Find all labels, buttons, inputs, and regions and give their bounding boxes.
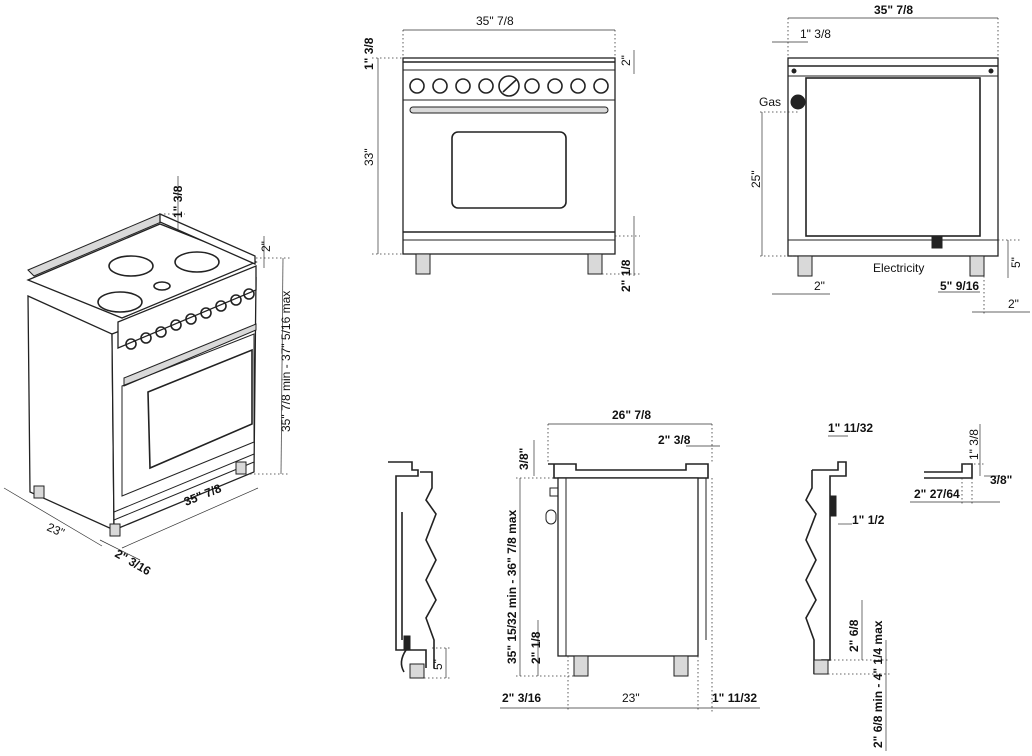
side-height-dim: 35" 15/32 min - 36" 7/8 max [505, 510, 519, 664]
right-section-view: 1" 11/32 1" 1/2 2" 6/8 2" 6/8 min - 4" 1… [805, 421, 890, 751]
iso-burner-center [153, 281, 171, 291]
rear-gas-offset-dim: 1" 3/8 [800, 27, 831, 41]
rear-elec-height-dim: 5" [1009, 257, 1023, 268]
rear-bottom-right-dim: 2" [1008, 297, 1019, 311]
right-section-top-dim: 1" 11/32 [828, 421, 873, 435]
front-leg-dim: 2" 1/8 [619, 259, 633, 292]
gas-label: Gas [759, 95, 781, 109]
detail-step-dim: 3/8" [990, 473, 1012, 487]
right-section-profile [805, 470, 817, 674]
iso-foot-dim: 2" 3/16 [113, 546, 154, 578]
detail-width-dim: 2" 27/64 [914, 487, 960, 501]
iso-top-step-dim: 2" [259, 241, 273, 252]
front-backguard-dim: 1" 3/8 [362, 37, 376, 70]
front-foot-right [587, 253, 603, 275]
iso-depth-dim: 23" [45, 520, 67, 540]
front-oven-handle [409, 106, 609, 114]
front-knobs [409, 75, 609, 97]
front-top-dim: 2" [619, 55, 633, 66]
iso-cooktop [26, 223, 258, 319]
side-depth-dim: 23" [622, 691, 640, 705]
rear-bottom-left-dim: 2" [814, 279, 825, 293]
side-foot-front [573, 655, 589, 677]
rear-elec-offset-dim: 5" 9/16 [940, 279, 979, 293]
left-section-profile [420, 471, 437, 668]
front-clock-icon [498, 75, 520, 97]
right-section-panel-dim: 1" 1/2 [852, 513, 885, 527]
side-body [557, 477, 699, 657]
iso-control-panel [117, 265, 257, 349]
iso-burner-front-left [97, 291, 143, 313]
iso-oven-window [147, 348, 253, 470]
front-height-dim: 33" [362, 148, 376, 166]
front-foot-left [415, 253, 431, 275]
front-view: 35" 7/8 1" 3/8 33" 2" 2" 1/8 [362, 14, 640, 292]
side-top-offset-dim: 2" 3/8 [658, 433, 691, 447]
right-section-leg-range-dim: 2" 6/8 min - 4" 1/4 max [871, 620, 885, 748]
rear-panel [805, 77, 981, 237]
right-section-foot-dim: 2" 6/8 [847, 619, 861, 652]
iso-foot [33, 485, 45, 499]
side-front-offset-dim: 2" 3/16 [502, 691, 541, 705]
side-top-width-dim: 26" 7/8 [612, 408, 651, 422]
iso-knobs [125, 288, 255, 350]
rear-width-dim: 35" 7/8 [874, 3, 913, 17]
iso-burner-rear-right [174, 251, 220, 273]
left-section-leg-dim: 5" [431, 659, 445, 670]
side-rear-offset-dim: 1" 11/32 [712, 691, 757, 705]
rear-body [787, 57, 999, 257]
rear-foot-right [969, 255, 985, 277]
iso-height-dim: 35" 7/8 min - 37" 5/16 max [279, 291, 293, 432]
side-backguard-dim: 3/8" [517, 448, 531, 470]
isometric-view: 35" 7/8 min - 37" 5/16 max 23" 35" 7/8 2… [3, 176, 293, 578]
side-leg-dim: 2" 1/8 [529, 631, 543, 664]
front-oven-window [451, 131, 567, 209]
detail-profile [924, 463, 973, 479]
rear-foot-left [797, 255, 813, 277]
detail-view: 1" 3/8 3/8" 2" 27/64 [910, 424, 1012, 506]
front-body [402, 57, 616, 255]
iso-backguard-dim: 1" 3/8 [171, 185, 185, 218]
side-top [548, 463, 709, 479]
left-section-view: 5" [388, 461, 452, 679]
rear-gas-height-dim: 25" [749, 170, 763, 188]
front-width-dim: 35" 7/8 [476, 14, 514, 28]
side-view: 26" 7/8 2" 3/8 3/8" 35" 15/32 min - 36" … [500, 408, 760, 712]
detail-top-dim: 1" 3/8 [967, 429, 981, 460]
gas-connection-icon [790, 94, 806, 110]
iso-burner-rear-left [108, 255, 154, 277]
side-foot-rear [673, 655, 689, 677]
iso-oven-handle [123, 323, 257, 387]
electricity-connection-icon [931, 235, 943, 249]
rear-view: Gas Electricity 35" 7/8 1" 3/8 25" 2" 5"… [749, 3, 1030, 314]
electricity-label: Electricity [873, 261, 924, 275]
